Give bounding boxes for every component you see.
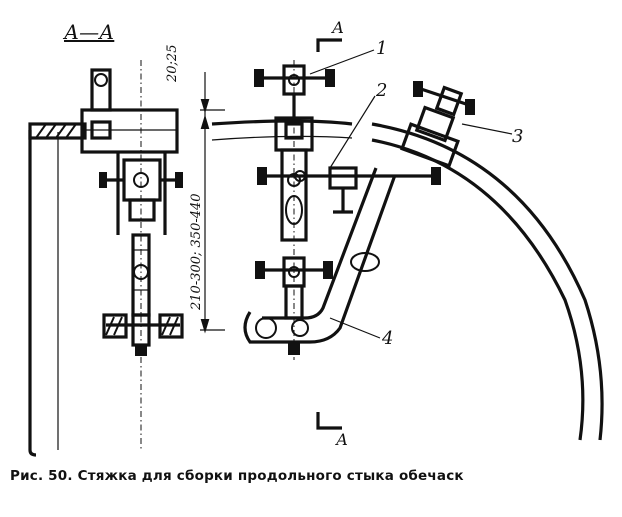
callout-4: 4 — [382, 328, 394, 349]
callout-3: 3 — [512, 126, 524, 147]
dimension-main: 210-300; 350-440 — [189, 193, 204, 310]
section-arrow-top-label: А — [332, 18, 345, 37]
callout-1: 1 — [376, 38, 388, 59]
figure-caption: Рис. 50. Стяжка для сборки продольного с… — [10, 468, 464, 484]
shell-arc — [211, 119, 604, 441]
section-title: А—А — [64, 20, 115, 44]
callout-2: 2 — [376, 80, 388, 101]
dimension-top: 20;25 — [165, 44, 180, 82]
callout-leaders — [309, 49, 513, 339]
section-view — [28, 60, 184, 457]
section-arrow-bottom-label: А — [336, 430, 349, 449]
technical-drawing — [28, 38, 604, 457]
dimension-lines — [200, 72, 225, 334]
front-view — [243, 38, 475, 430]
